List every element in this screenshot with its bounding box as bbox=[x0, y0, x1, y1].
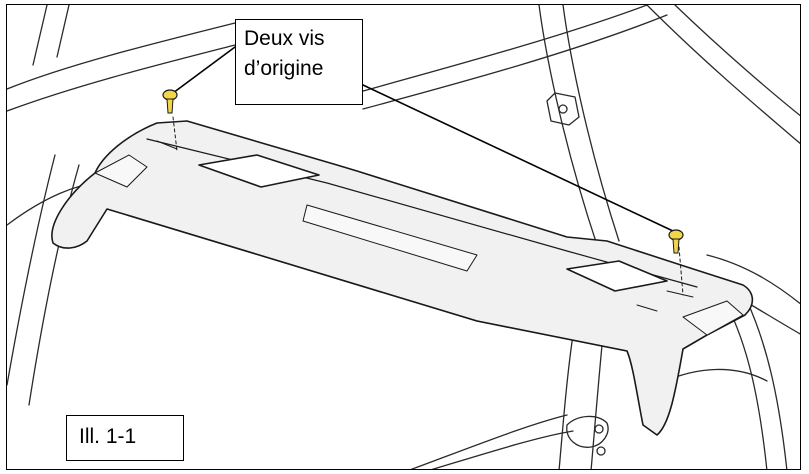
callout-line-1: Deux vis bbox=[244, 27, 325, 50]
callout-line-2: d’origine bbox=[244, 57, 324, 80]
callout-label: Deux vis d’origine bbox=[235, 19, 363, 105]
visor-panel bbox=[51, 120, 754, 436]
roll-cage-tubes bbox=[7, 5, 800, 469]
assembly-drawing bbox=[7, 5, 800, 469]
screw-right-icon bbox=[668, 229, 684, 254]
illustration-frame: Deux vis d’origine Ill. 1-1 bbox=[6, 4, 801, 470]
figure-label: Ill. 1-1 bbox=[66, 415, 184, 461]
screw-left-icon bbox=[162, 89, 178, 114]
